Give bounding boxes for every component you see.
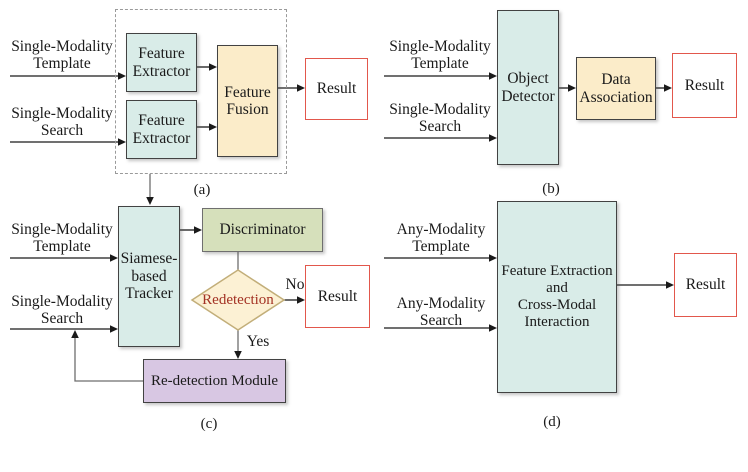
result-box-c: Result: [305, 265, 370, 328]
line-feedback: [74, 337, 143, 382]
arrowhead: [146, 197, 154, 205]
arrowhead: [110, 325, 118, 333]
arrowhead: [664, 84, 672, 92]
arrowhead: [489, 134, 497, 142]
panel-a-template-label: Single-Modality Template: [11, 38, 113, 72]
panel-b-template-label: Single-Modality Template: [389, 38, 491, 72]
arrowhead: [118, 138, 126, 146]
siamese-tracker-box: Siamese- based Tracker: [118, 206, 180, 347]
arrowhead: [568, 84, 576, 92]
panel-d-search-label: Any-Modality Search: [396, 295, 486, 329]
caption-b: (b): [542, 181, 560, 197]
arrowhead: [209, 123, 217, 131]
data-association-box: Data Association: [576, 57, 656, 120]
arrowhead: [118, 72, 126, 80]
arrowhead: [489, 324, 497, 332]
result-box-b: Result: [672, 53, 737, 118]
panel-a-dashed-group: [115, 9, 287, 174]
feature-extractor-top-box: Feature Extractor: [126, 33, 197, 92]
panel-c-template-label: Single-Modality Template: [11, 221, 113, 255]
discriminator-box: Discriminator: [202, 208, 323, 252]
arrowhead: [297, 296, 305, 304]
panel-a-search-label: Single-Modality Search: [11, 105, 113, 139]
object-detector-box: Object Detector: [497, 10, 559, 165]
arrowhead: [209, 63, 217, 71]
panel-b-search-label: Single-Modality Search: [389, 101, 491, 135]
caption-a: (a): [193, 182, 211, 198]
caption-d: (d): [543, 414, 561, 430]
caption-c: (c): [200, 416, 218, 432]
arrowhead: [71, 330, 79, 338]
no-label: No: [285, 276, 305, 293]
redetection-diamond: [190, 269, 286, 331]
arrowhead: [666, 281, 674, 289]
feature-extraction-interaction-box: Feature Extraction and Cross-Modal Inter…: [497, 201, 617, 393]
result-box-a: Result: [305, 58, 368, 120]
arrowhead: [110, 254, 118, 262]
redetection-module-box: Re-detection Module: [143, 359, 286, 403]
arrowhead: [489, 72, 497, 80]
yes-label: Yes: [246, 333, 270, 350]
result-box-d: Result: [674, 253, 737, 317]
panel-c-search-label: Single-Modality Search: [11, 293, 113, 327]
arrowhead: [489, 254, 497, 262]
arrowhead: [234, 351, 242, 359]
arrowhead: [194, 226, 202, 234]
redetection-decision-label: Redetection: [202, 292, 274, 308]
feature-fusion-box: Feature Fusion: [217, 45, 278, 157]
feature-extractor-bottom-box: Feature Extractor: [126, 100, 197, 159]
panel-d-template-label: Any-Modality Template: [396, 221, 486, 255]
arrowhead: [297, 84, 305, 92]
